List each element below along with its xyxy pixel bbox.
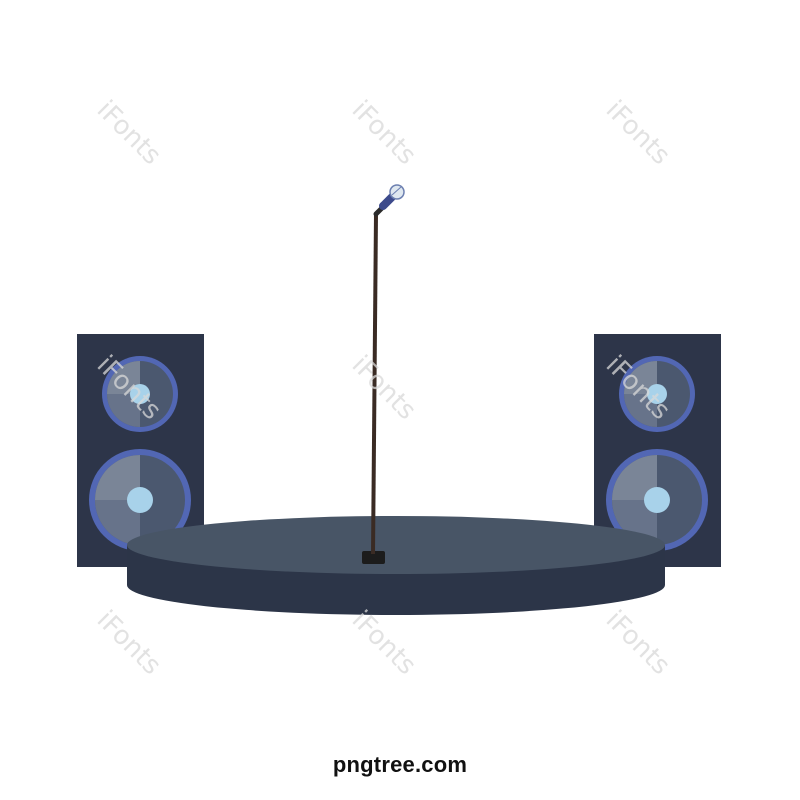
brand-footer: pngtree.com [332,752,468,777]
left-woofer [89,449,191,551]
left-speaker-icon [77,334,204,567]
right-woofer [606,449,708,551]
left-tweeter [102,356,178,432]
right-speaker-icon [594,334,721,567]
stage-icon [127,516,665,615]
microphone-icon [362,184,405,564]
right-tweeter [619,356,695,432]
